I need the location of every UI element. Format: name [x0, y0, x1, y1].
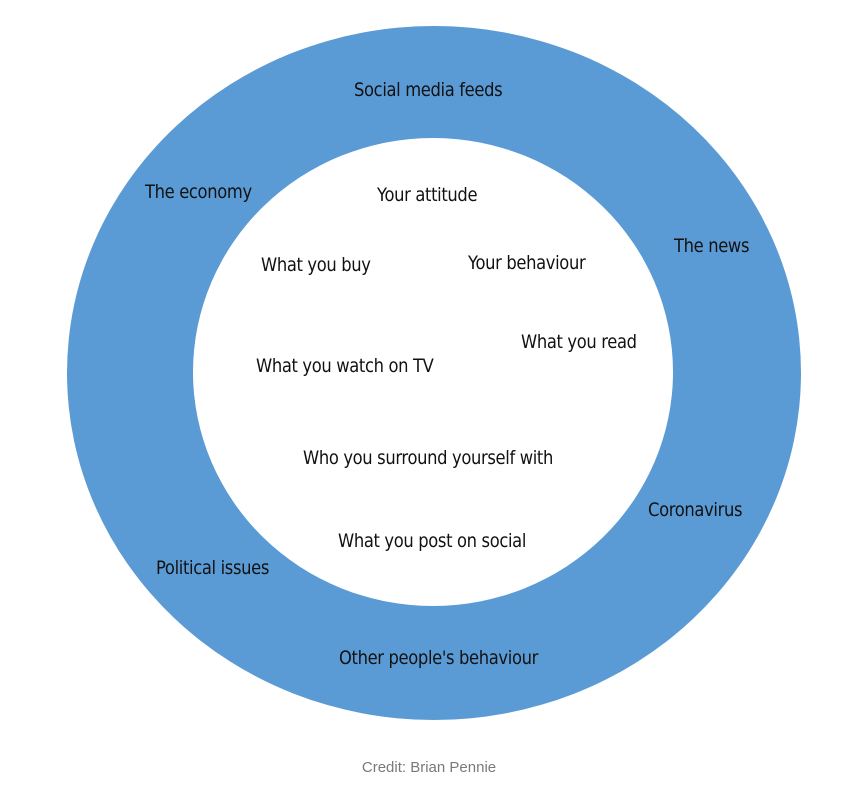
image-credit: Credit: Brian Pennie: [361, 759, 497, 776]
outer-label-the-news: The news: [674, 235, 750, 257]
inner-circle: [193, 138, 673, 606]
outer-label-political-issues: Political issues: [156, 557, 270, 579]
outer-label-other-peoples-behaviour: Other people's behaviour: [339, 647, 538, 669]
inner-label-your-behaviour: Your behaviour: [468, 252, 586, 274]
inner-label-who-you-surround-yourself-with: Who you surround yourself with: [303, 447, 554, 469]
inner-label-what-you-buy: What you buy: [261, 254, 371, 276]
outer-label-the-economy: The economy: [145, 181, 252, 203]
inner-label-what-you-read: What you read: [521, 331, 637, 353]
inner-label-what-you-post-on-social: What you post on social: [338, 530, 527, 552]
inner-label-your-attitude: Your attitude: [377, 184, 478, 206]
outer-label-social-media-feeds: Social media feeds: [354, 79, 503, 101]
inner-label-what-you-watch-on-tv: What you watch on TV: [256, 355, 434, 377]
circle-of-influence-diagram: Social media feeds The economy The news …: [67, 26, 801, 720]
outer-label-coronavirus: Coronavirus: [648, 499, 743, 521]
